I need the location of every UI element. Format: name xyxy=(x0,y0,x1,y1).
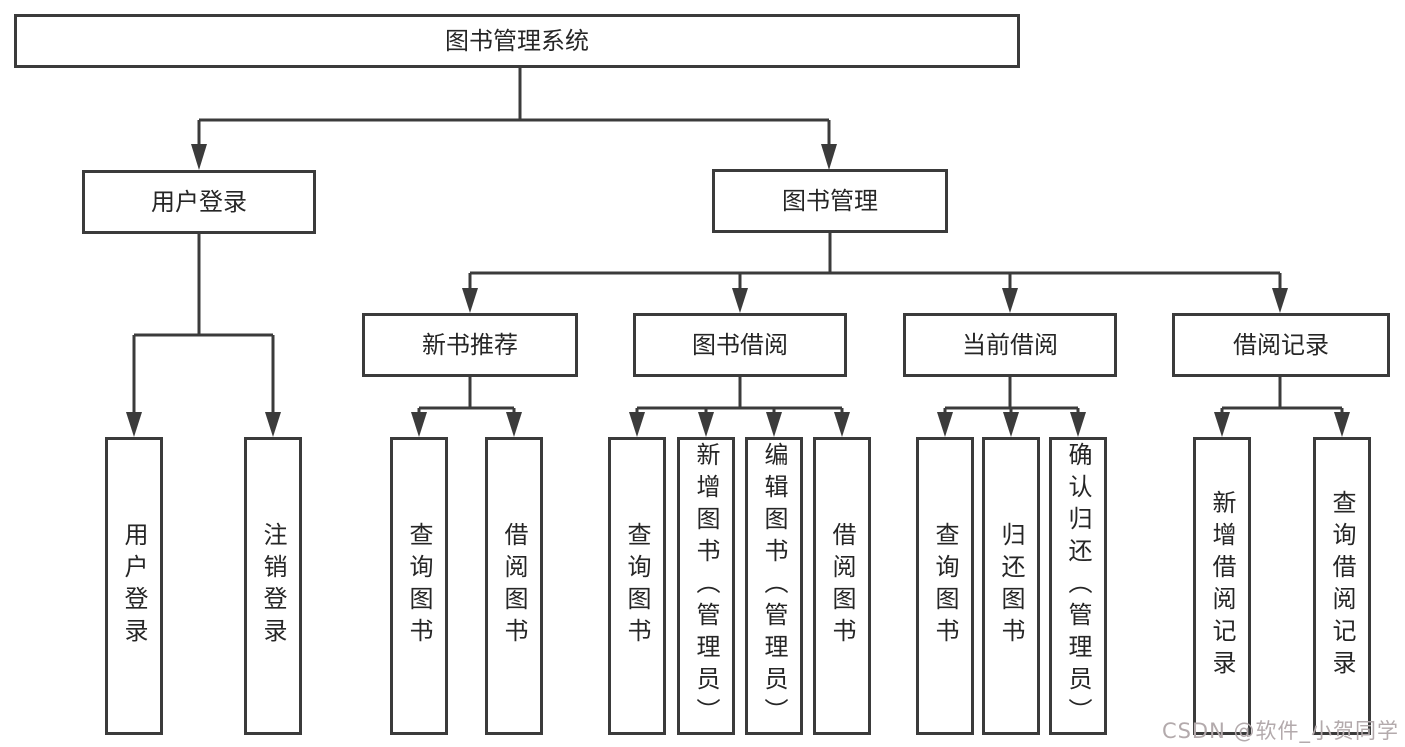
leaf-label: 确认归还（管理员） xyxy=(1064,442,1092,730)
leaf-label: 新增图书（管理员） xyxy=(692,442,720,730)
leaf-label: 用户登录 xyxy=(120,522,148,650)
leaf-borrow-book-1: 借阅图书 xyxy=(485,437,543,735)
leaf-confirm-return-admin: 确认归还（管理员） xyxy=(1049,437,1107,735)
node-book-borrow: 图书借阅 xyxy=(633,313,847,377)
leaf-query-book-2: 查询图书 xyxy=(608,437,666,735)
leaf-add-borrow-record: 新增借阅记录 xyxy=(1193,437,1251,735)
tree-edges xyxy=(132,68,1344,414)
node-borrow-records: 借阅记录 xyxy=(1172,313,1390,377)
leaf-label: 借阅图书 xyxy=(828,522,856,650)
node-new-book-recommend: 新书推荐 xyxy=(362,313,578,377)
leaf-add-book-admin: 新增图书（管理员） xyxy=(677,437,735,735)
leaf-label: 查询图书 xyxy=(405,522,433,650)
node-book-management: 图书管理 xyxy=(712,169,948,233)
leaf-borrow-book-2: 借阅图书 xyxy=(813,437,871,735)
leaf-query-book-1: 查询图书 xyxy=(390,437,448,735)
leaf-label: 归还图书 xyxy=(997,522,1025,650)
node-current-borrow: 当前借阅 xyxy=(903,313,1117,377)
leaf-label: 借阅图书 xyxy=(500,522,528,650)
node-user-login: 用户登录 xyxy=(82,170,316,234)
leaf-label: 注销登录 xyxy=(259,522,287,650)
leaf-query-borrow-record: 查询借阅记录 xyxy=(1313,437,1371,735)
leaf-label: 编辑图书（管理员） xyxy=(760,442,788,730)
node-root-system: 图书管理系统 xyxy=(14,14,1020,68)
leaf-return-book: 归还图书 xyxy=(982,437,1040,735)
arrow-down-icons xyxy=(126,144,1350,437)
leaf-label: 查询借阅记录 xyxy=(1328,490,1356,682)
leaf-logout: 注销登录 xyxy=(244,437,302,735)
leaf-edit-book-admin: 编辑图书（管理员） xyxy=(745,437,803,735)
leaf-query-book-3: 查询图书 xyxy=(916,437,974,735)
leaf-user-login: 用户登录 xyxy=(105,437,163,735)
leaf-label: 查询图书 xyxy=(623,522,651,650)
leaf-label: 查询图书 xyxy=(931,522,959,650)
csdn-watermark: CSDN @软件_小贺同学 xyxy=(1161,719,1399,743)
leaf-label: 新增借阅记录 xyxy=(1208,490,1236,682)
